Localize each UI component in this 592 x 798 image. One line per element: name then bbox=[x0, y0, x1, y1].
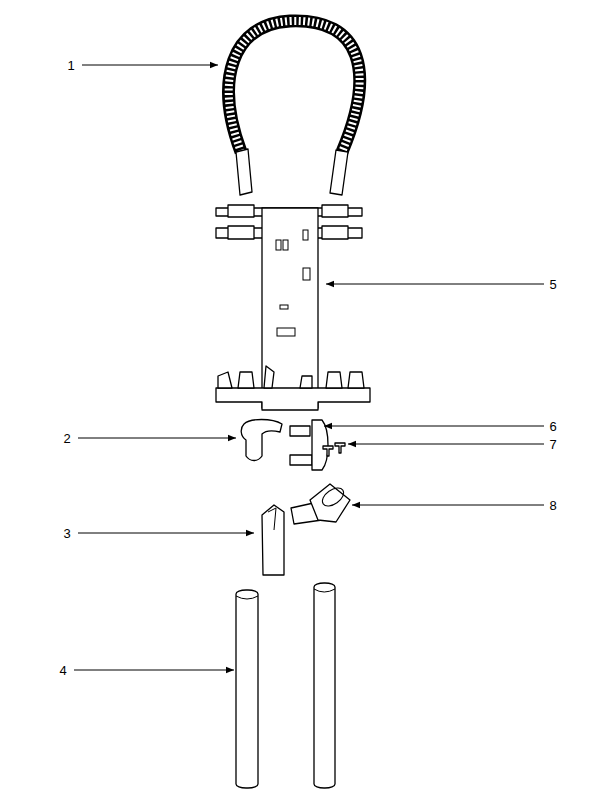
callout-number: 7 bbox=[549, 438, 556, 451]
callout-number: 6 bbox=[549, 420, 556, 433]
bracket bbox=[290, 420, 328, 470]
callout-number: 8 bbox=[549, 499, 556, 512]
hose-caddy bbox=[216, 205, 370, 410]
connector-tube bbox=[262, 505, 284, 575]
callout-number: 2 bbox=[63, 432, 70, 445]
callout-number: 3 bbox=[63, 527, 70, 540]
screws bbox=[323, 443, 345, 456]
callout-number: 4 bbox=[59, 664, 66, 677]
clip bbox=[241, 420, 282, 461]
callout-number: 1 bbox=[67, 59, 74, 72]
callout-number: 5 bbox=[549, 278, 556, 291]
elbow bbox=[291, 484, 350, 524]
leader-lines bbox=[74, 65, 544, 670]
hose bbox=[229, 21, 360, 195]
wands bbox=[236, 583, 335, 788]
